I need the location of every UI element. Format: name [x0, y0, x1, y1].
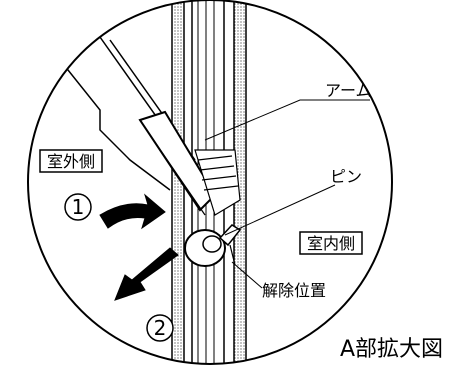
- bracket-part: [194, 149, 241, 216]
- step-2-number: 2: [154, 316, 167, 340]
- step-2-marker: [146, 314, 174, 342]
- sash-edge: [59, 59, 171, 191]
- arrow-step-1-icon: [99, 193, 166, 230]
- magnified-area: [59, 0, 370, 364]
- indoor-label-box: [299, 231, 363, 255]
- outdoor-side-label: 室外側: [47, 152, 95, 171]
- pin-label: ピン: [330, 167, 362, 186]
- arm-leader: [204, 99, 370, 141]
- magnify-circle: [27, 0, 393, 365]
- pin-leader: [224, 184, 336, 236]
- indoor-side-label: 室内側: [307, 234, 355, 253]
- release-leader: [231, 261, 263, 289]
- release-position-label: 解除位置: [262, 281, 326, 300]
- outdoor-label-box: [39, 149, 103, 173]
- arrow-step-2-icon: [114, 247, 179, 301]
- pin-part: [184, 224, 242, 267]
- step-1-marker: [64, 193, 92, 221]
- arm-label: アーム: [325, 81, 372, 100]
- step-1-number: 1: [72, 195, 85, 219]
- detail-title: A部拡大図: [340, 337, 443, 362]
